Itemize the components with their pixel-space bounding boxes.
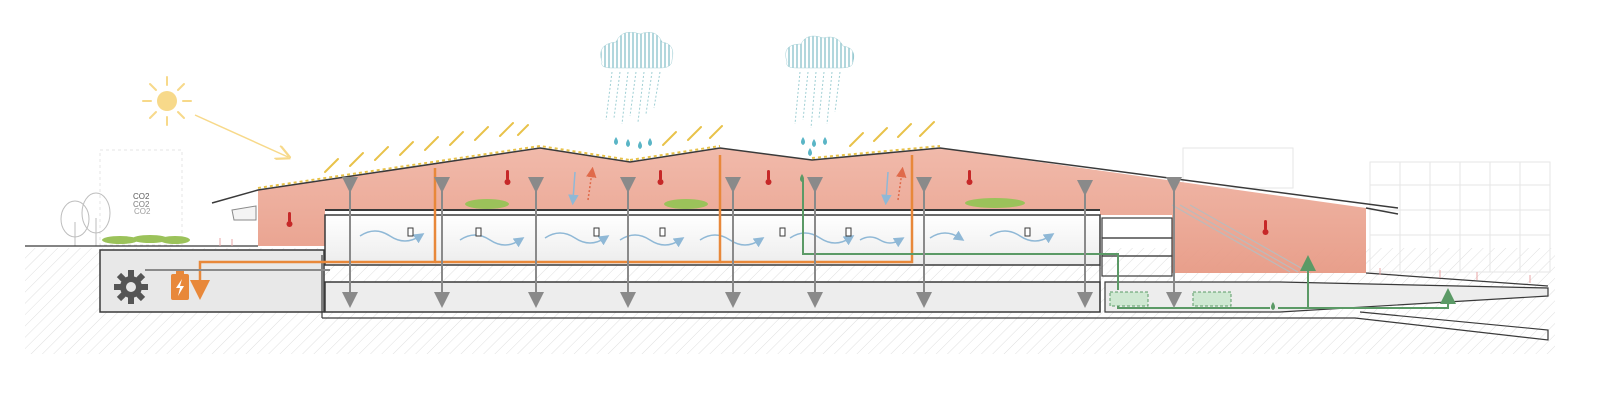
vegetation <box>102 198 1025 244</box>
solar-rays <box>324 121 935 173</box>
water-pipe <box>802 180 1456 309</box>
thermometer-icon <box>765 170 772 185</box>
thermometer-icon <box>1262 220 1269 235</box>
entrance-canopy <box>231 205 257 221</box>
thermometer-icon <box>286 212 293 227</box>
co2-label: CO2 <box>134 207 151 216</box>
thermometer-icon <box>966 170 973 185</box>
co2-label: CO2 <box>133 200 150 209</box>
water-tanks <box>1109 291 1232 307</box>
gear-icon <box>114 270 148 304</box>
background-buildings <box>99 147 1551 273</box>
rain-cloud-icon <box>600 32 674 149</box>
greenhouse-hall <box>324 209 1101 266</box>
ground-plants <box>219 238 1531 283</box>
sun-icon <box>142 76 192 126</box>
tree-icon <box>60 192 111 246</box>
ventilation-arrows <box>145 177 1182 308</box>
sun-ray-arrow <box>194 114 288 157</box>
battery-icon <box>171 271 189 300</box>
warm-air-flow <box>586 166 907 201</box>
window-markers <box>407 227 1031 237</box>
co2-labels: CO2 CO2 CO2 <box>133 192 151 216</box>
rain-cloud-icon <box>785 35 855 156</box>
water-drop-icon <box>800 174 1275 310</box>
basement <box>99 249 1549 341</box>
thermometer-icon <box>504 170 511 185</box>
thermometer-icon <box>657 170 664 185</box>
co2-label: CO2 <box>133 192 150 201</box>
